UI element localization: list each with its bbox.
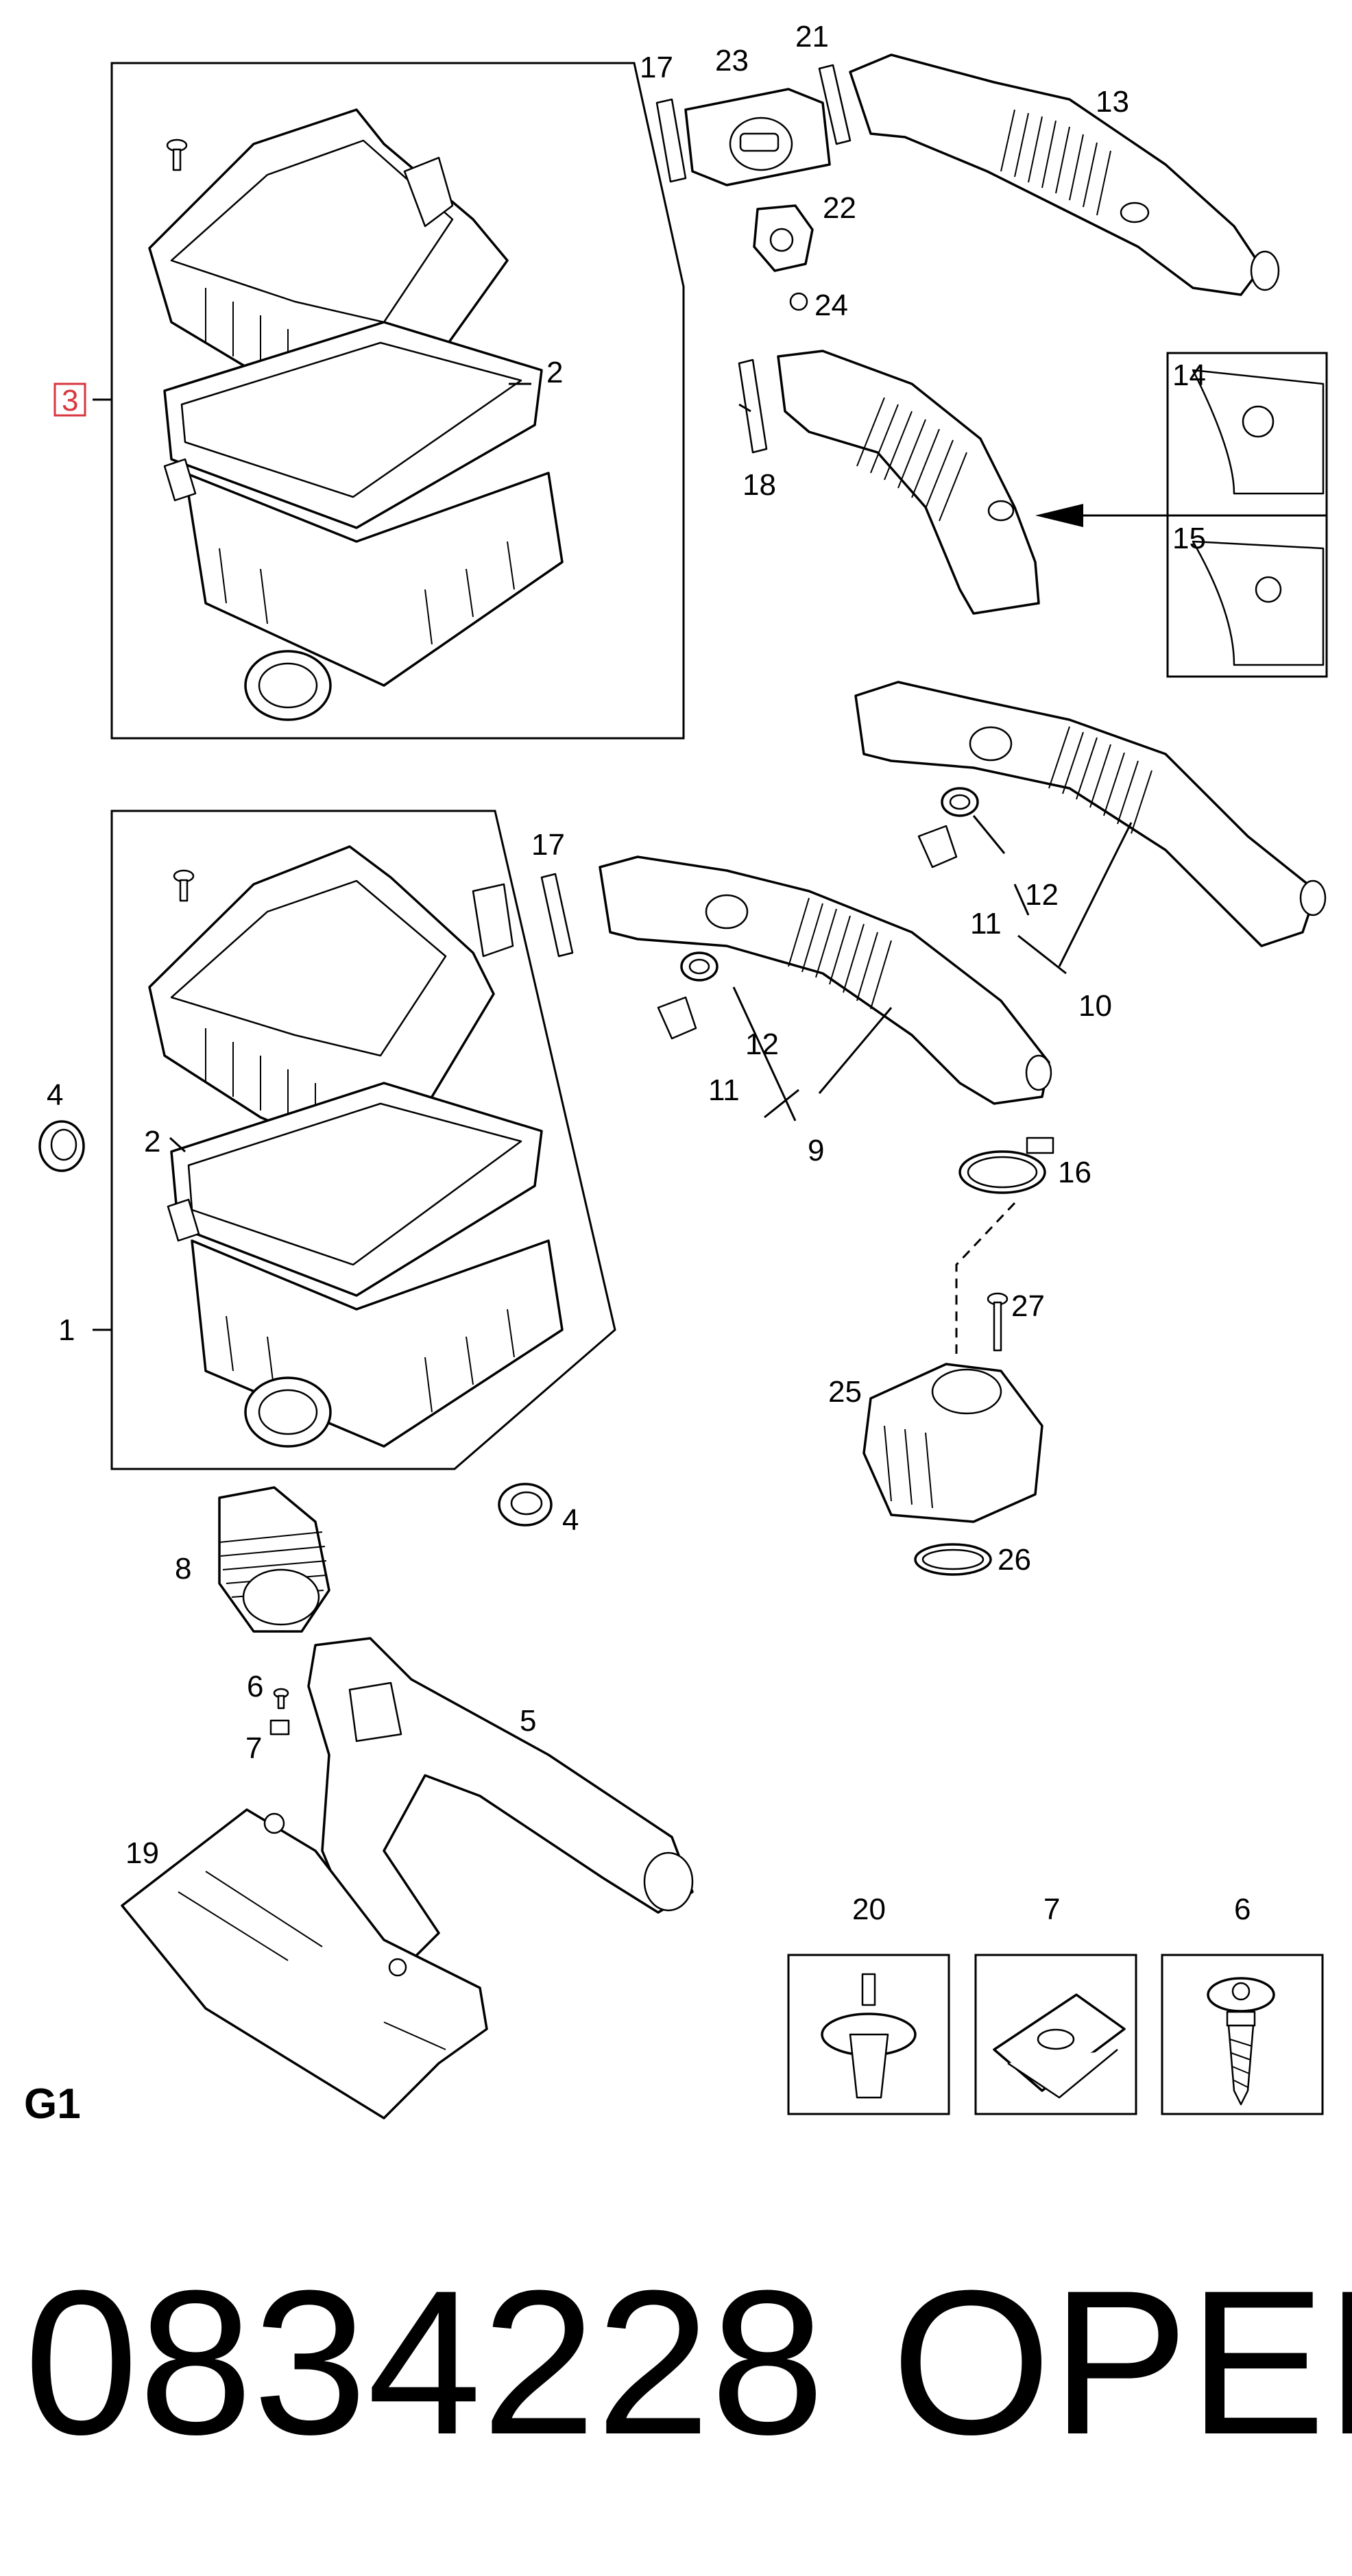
clip-7[interactable] bbox=[269, 1719, 290, 1736]
callout-15[interactable]: 15 bbox=[1172, 522, 1206, 555]
callout-6-left[interactable]: 6 bbox=[247, 1670, 263, 1703]
grommet-12-lower[interactable] bbox=[680, 951, 719, 982]
tapping-screw-6[interactable] bbox=[1207, 1977, 1275, 2106]
intake-duct-9[interactable] bbox=[599, 855, 1052, 1105]
callout-4-left[interactable]: 4 bbox=[47, 1078, 63, 1112]
group-code: G1 bbox=[24, 2080, 81, 2128]
screw-27[interactable] bbox=[987, 1292, 1009, 1352]
callout-1[interactable]: 1 bbox=[58, 1313, 75, 1347]
brand-name: OPEL bbox=[891, 2247, 1352, 2477]
detail-box-14-15 bbox=[1035, 352, 1328, 678]
air-duct-18[interactable] bbox=[777, 350, 1040, 615]
screw-6[interactable] bbox=[273, 1688, 289, 1710]
callout-2-bottom[interactable]: 2 bbox=[144, 1125, 160, 1158]
speed-nut-7[interactable] bbox=[993, 1993, 1126, 2099]
intake-pipe-5[interactable] bbox=[307, 1637, 694, 1962]
callout-8[interactable]: 8 bbox=[175, 1552, 191, 1585]
bellows-hose-8[interactable] bbox=[218, 1486, 330, 1633]
callout-18[interactable]: 18 bbox=[743, 468, 776, 502]
push-rivet-20[interactable] bbox=[821, 1973, 917, 2099]
air-cleaner-assembly-bottom[interactable] bbox=[110, 810, 616, 1470]
callout-17-mid[interactable]: 17 bbox=[531, 828, 565, 862]
detail-box-20 bbox=[787, 1954, 950, 2115]
callout-27[interactable]: 27 bbox=[1011, 1289, 1045, 1323]
callout-5[interactable]: 5 bbox=[520, 1704, 536, 1738]
callout-14[interactable]: 14 bbox=[1172, 359, 1206, 392]
callout-4-lower[interactable]: 4 bbox=[562, 1503, 579, 1537]
callout-10[interactable]: 10 bbox=[1078, 989, 1112, 1023]
callout-3: 3 bbox=[62, 384, 78, 417]
screw-24[interactable] bbox=[789, 292, 808, 311]
callout-26[interactable]: 26 bbox=[998, 1543, 1031, 1577]
screw-icon bbox=[173, 869, 195, 902]
grommet-lower[interactable] bbox=[498, 1483, 553, 1527]
callout-labels: 17 23 21 13 22 24 2 18 14 15 17 12 11 10… bbox=[47, 20, 1251, 1926]
callout-23[interactable]: 23 bbox=[715, 44, 749, 77]
callout-17-top[interactable]: 17 bbox=[640, 51, 673, 84]
callout-24[interactable]: 24 bbox=[814, 289, 848, 322]
valve-11-upper[interactable] bbox=[917, 825, 958, 868]
valve-11-lower[interactable] bbox=[657, 996, 697, 1040]
callout-16[interactable]: 16 bbox=[1058, 1156, 1091, 1189]
callout-11-upper[interactable]: 11 bbox=[970, 907, 1002, 940]
callout-19[interactable]: 19 bbox=[125, 1836, 159, 1870]
callout-12-lower[interactable]: 12 bbox=[745, 1028, 779, 1061]
seal-ring-26[interactable] bbox=[914, 1543, 992, 1576]
detail-box-6 bbox=[1161, 1954, 1324, 2115]
grommet-left[interactable] bbox=[38, 1120, 85, 1172]
callout-20[interactable]: 20 bbox=[852, 1893, 886, 1926]
hose-clamp-16[interactable] bbox=[958, 1137, 1054, 1194]
air-cleaner-assembly-top[interactable] bbox=[110, 62, 685, 740]
air-deflector-19[interactable] bbox=[121, 1808, 488, 2119]
throttle-body-25[interactable] bbox=[862, 1363, 1043, 1523]
clamp-18[interactable] bbox=[738, 359, 768, 454]
clamp-21[interactable] bbox=[818, 64, 852, 145]
leader-lines bbox=[93, 382, 1133, 1331]
callout-9[interactable]: 9 bbox=[808, 1134, 824, 1167]
callout-7-box[interactable]: 7 bbox=[1043, 1893, 1060, 1926]
callout-21[interactable]: 21 bbox=[795, 20, 829, 53]
callout-3-highlighted[interactable]: 3 bbox=[53, 382, 86, 417]
callout-11-lower[interactable]: 11 bbox=[708, 1073, 740, 1107]
air-duct-13[interactable] bbox=[849, 53, 1280, 296]
callout-12-upper[interactable]: 12 bbox=[1025, 878, 1059, 912]
grommet-12-upper[interactable] bbox=[941, 787, 979, 817]
callout-6-box[interactable]: 6 bbox=[1234, 1893, 1251, 1926]
screw-icon bbox=[166, 138, 188, 171]
clamp-17-top[interactable] bbox=[655, 98, 687, 183]
callout-7-left[interactable]: 7 bbox=[245, 1731, 262, 1765]
callout-25[interactable]: 25 bbox=[828, 1375, 862, 1409]
callout-22[interactable]: 22 bbox=[823, 191, 856, 225]
part-number: 0834228 bbox=[24, 2247, 825, 2477]
callout-2-top[interactable]: 2 bbox=[546, 356, 563, 389]
callout-13[interactable]: 13 bbox=[1096, 85, 1129, 119]
intake-duct-10[interactable] bbox=[854, 681, 1327, 947]
sensor-22[interactable] bbox=[753, 204, 814, 272]
detail-box-7 bbox=[974, 1954, 1137, 2115]
mass-air-flow-sensor[interactable] bbox=[684, 88, 831, 186]
clamp-17-mid[interactable] bbox=[540, 873, 574, 958]
